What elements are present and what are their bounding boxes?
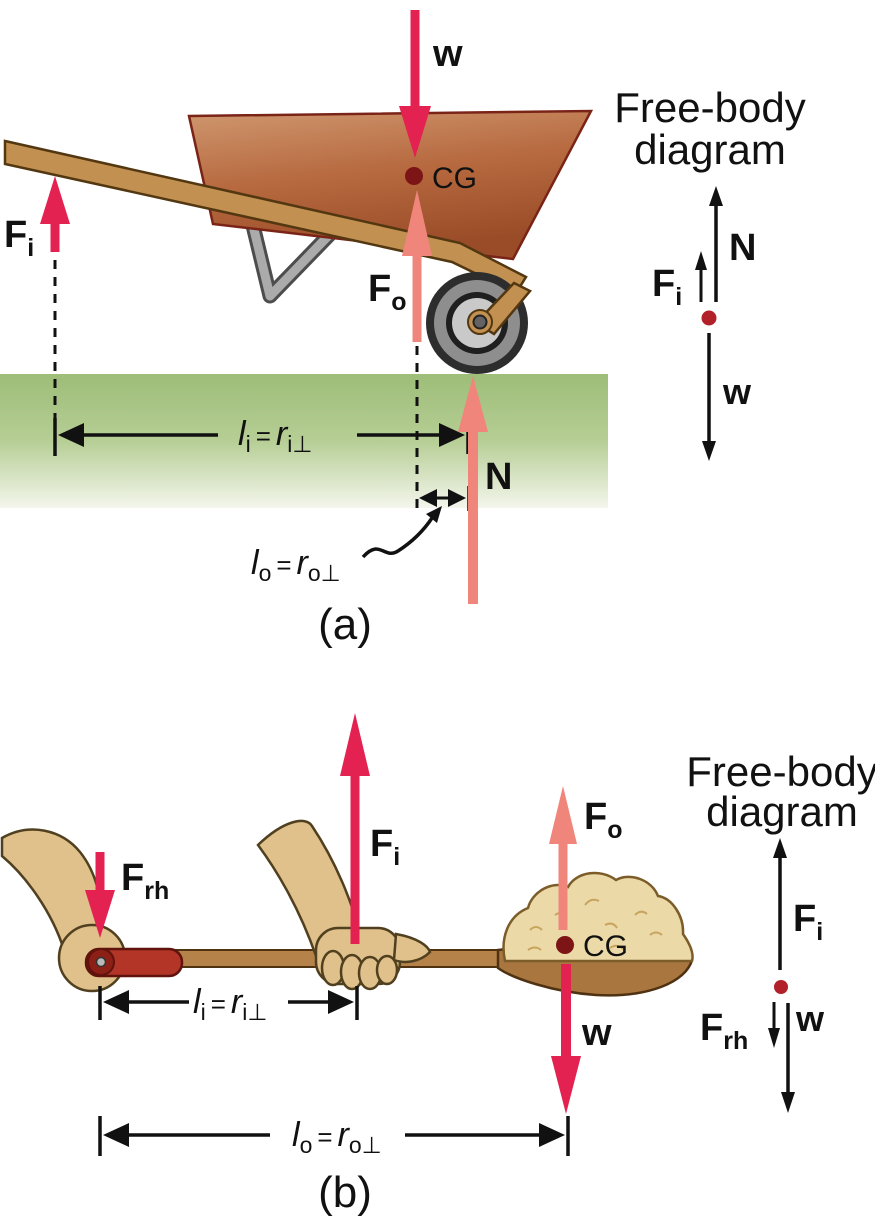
label-fi-a: Fi [4, 214, 34, 262]
label-li-a: li=ri⊥ [238, 415, 312, 457]
force-arrow-frh [85, 852, 115, 938]
fbd-a-dot [701, 310, 717, 326]
force-arrow-fi-a [40, 176, 70, 252]
panel-b-shovel: Frh Fi Fo CG w li=ri⊥ lo=ro⊥ (b) Free-bo… [0, 713, 875, 1217]
fbd-b-label-fi: Fi [793, 898, 823, 946]
label-fo-b: Fo [584, 796, 623, 844]
force-arrow-w-b [551, 964, 581, 1114]
sand-pile [502, 871, 694, 963]
caption-b: (b) [318, 1168, 372, 1217]
fbd-b-dot [774, 980, 788, 994]
curved-pointer-arrow [361, 506, 442, 559]
label-cg-b: CG [583, 930, 628, 963]
fbd-a-arrow-w [702, 333, 716, 461]
label-fo-a: Fo [368, 268, 407, 316]
panel-a-wheelbarrow: w CG Fi Fo N li=ri⊥ lo=ro⊥ (a) Free-body… [0, 10, 806, 649]
wheelbarrow [3, 109, 594, 374]
fbd-a-label-fi: Fi [652, 263, 682, 311]
fbd-b: Free-body diagram Fi Frh w [686, 748, 875, 1113]
fbd-b-title-line2: diagram [706, 788, 858, 835]
caption-a: (a) [318, 600, 372, 649]
label-fi-b: Fi [370, 823, 400, 871]
fbd-b-label-w: w [795, 998, 825, 1039]
fbd-b-arrow-fi [773, 838, 787, 970]
label-w-top: w [432, 33, 463, 75]
force-arrow-fo-a [402, 190, 432, 342]
fbd-a-label-n: N [729, 227, 756, 269]
fbd-a-label-w: w [722, 371, 752, 412]
fbd-b-label-frh: Frh [700, 1007, 748, 1055]
dimension-lo-b [98, 1116, 570, 1156]
force-arrow-n-ground [458, 376, 488, 604]
wheelbarrow-leg-fill [245, 208, 337, 301]
fbd-b-title-line1: Free-body [686, 748, 875, 795]
fbd-b-arrow-w [781, 1003, 795, 1113]
cg-dot-a [405, 167, 423, 185]
label-cg-a: CG [432, 162, 477, 195]
force-arrow-fi-b [340, 713, 370, 944]
label-lo-b: lo=ro⊥ [292, 1116, 382, 1158]
ground [0, 374, 608, 508]
fbd-a-title-line2: diagram [634, 126, 786, 173]
label-lo-a: lo=ro⊥ [251, 544, 341, 586]
force-arrow-w-top [399, 10, 431, 158]
label-w-b: w [581, 1012, 612, 1054]
right-hand-thumb [392, 932, 432, 964]
right-arm [256, 819, 362, 958]
fbd-b-arrow-frh [768, 1002, 780, 1048]
label-li-b: li=ri⊥ [193, 983, 267, 1025]
label-frh: Frh [121, 857, 169, 905]
cg-dot-b [556, 936, 574, 954]
fbd-a-arrow-n [709, 186, 723, 302]
force-arrow-fo-b [549, 786, 577, 930]
label-n-ground: N [485, 456, 512, 498]
shovel-grip-pin [95, 956, 107, 968]
right-hand-fingers [320, 949, 399, 991]
fbd-a: Free-body diagram N Fi w [614, 84, 806, 461]
dimension-li-b [98, 986, 359, 1020]
wheel-axle [472, 314, 488, 330]
fbd-a-arrow-fi [695, 251, 707, 302]
fbd-a-title-line1: Free-body [614, 84, 805, 131]
